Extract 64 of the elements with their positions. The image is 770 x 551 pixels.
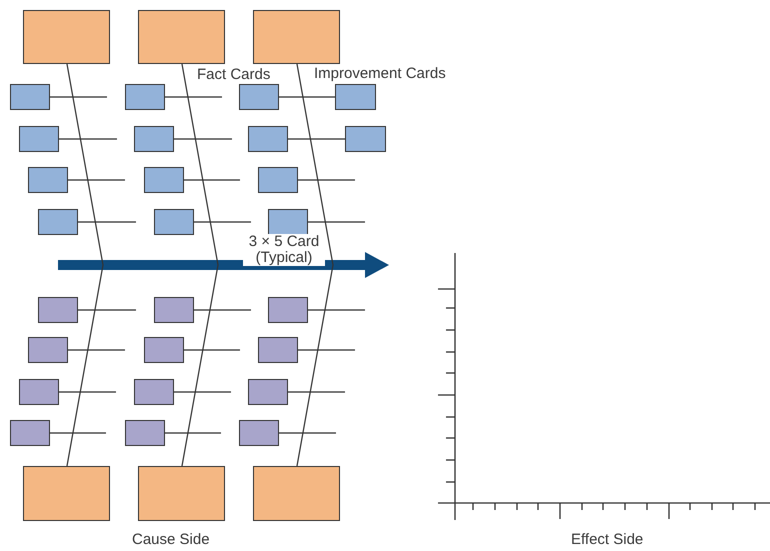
connector-line [165, 96, 222, 98]
fact-card [144, 167, 184, 193]
cause-card [154, 297, 194, 323]
connector-line [165, 432, 221, 434]
fact-card [248, 126, 288, 152]
connector-line [174, 391, 231, 393]
connector-line [50, 432, 106, 434]
cause-card [144, 337, 184, 363]
connector-line [78, 309, 136, 311]
cause-card [268, 297, 308, 323]
fact-card [258, 167, 298, 193]
connector-line [50, 96, 107, 98]
connector-line [184, 349, 240, 351]
connector-line [308, 221, 365, 223]
cause-card [10, 420, 50, 446]
connector-line [279, 96, 335, 98]
connector-line [279, 432, 336, 434]
side-label: Effect Side [571, 531, 644, 548]
connector-line [184, 179, 240, 181]
cause-card [38, 297, 78, 323]
connector-line [194, 221, 251, 223]
cause-card [248, 379, 288, 405]
section-label: Fact Cards [197, 66, 270, 83]
fact-card [19, 126, 59, 152]
category-card [253, 466, 340, 521]
fact-card [134, 126, 174, 152]
cause-card [19, 379, 59, 405]
fact-card [268, 209, 308, 235]
connector-line [59, 391, 116, 393]
fact-card [239, 84, 279, 110]
cause-card [239, 420, 279, 446]
connector-line [298, 349, 355, 351]
cause-card [134, 379, 174, 405]
connector-line [308, 309, 365, 311]
fact-card [345, 126, 386, 152]
connector-line [288, 391, 345, 393]
bone-line [66, 64, 104, 466]
cause-card [125, 420, 165, 446]
category-card [23, 10, 110, 64]
category-card [138, 10, 225, 64]
cause-card [28, 337, 68, 363]
section-label: Improvement Cards [314, 65, 446, 82]
connector-line [174, 138, 232, 140]
fact-card [335, 84, 376, 110]
connector-line [68, 179, 125, 181]
fact-card [38, 209, 78, 235]
category-card [23, 466, 110, 521]
connector-line [288, 138, 345, 140]
cause-card [258, 337, 298, 363]
side-label: Cause Side [132, 531, 210, 548]
connector-line [68, 349, 125, 351]
bone-line [296, 64, 334, 466]
connector-line [78, 221, 136, 223]
connector-line [194, 309, 251, 311]
fact-card [154, 209, 194, 235]
fact-card [28, 167, 68, 193]
category-card [253, 10, 340, 64]
bone-line [181, 64, 219, 466]
fact-card [125, 84, 165, 110]
connector-line [298, 179, 355, 181]
card-size-label: 3 × 5 Card (Typical) [243, 234, 325, 266]
connector-line [59, 138, 117, 140]
fact-card [10, 84, 50, 110]
category-card [138, 466, 225, 521]
